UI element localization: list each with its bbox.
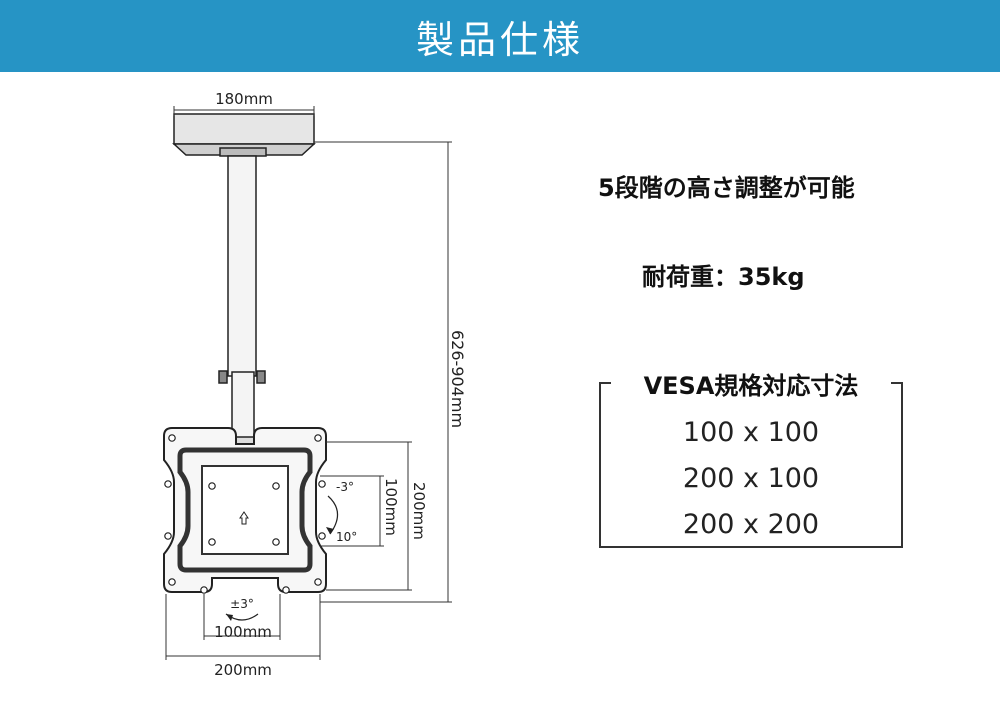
- pole: [218, 155, 266, 450]
- top-width-label: 180mm: [215, 90, 273, 108]
- page-title: 製品仕様: [415, 17, 584, 62]
- vesa-plate: [163, 427, 327, 594]
- vesa-size-item: 200 x 200: [682, 509, 820, 540]
- vesa-size-list: 100 x 100 200 x 100 200 x 200: [599, 410, 903, 548]
- load-capacity-spec: 耐荷重：35kg: [642, 263, 805, 291]
- vesa-sizes-box: [599, 382, 903, 548]
- header-banner: 製品仕様: [0, 0, 1000, 72]
- vesa-height-inner-label: 100mm: [382, 478, 400, 536]
- height-label: 626-904mm: [448, 330, 467, 428]
- tilt-down-label: 10°: [336, 530, 357, 544]
- vesa-title: VESA規格対応寸法: [643, 372, 859, 400]
- mount-diagram: 180mm 626-904mm: [163, 90, 467, 679]
- rotation-arrowhead-icon: [226, 614, 233, 621]
- top-width-dimension: [173, 106, 315, 116]
- vesa-width-dimensions: [165, 594, 321, 660]
- vesa-width-inner-label: 100mm: [214, 623, 272, 641]
- vesa-height-dimensions: [320, 441, 412, 591]
- vesa-width-outer-label: 200mm: [214, 661, 272, 679]
- ceiling-plate: [172, 113, 316, 157]
- tilt-arrowhead-icon: [326, 527, 334, 534]
- height-dimension: [314, 141, 452, 603]
- height-adjust-spec: 5段階の高さ調整が可能: [598, 174, 855, 202]
- tilt-up-label: -3°: [336, 480, 354, 494]
- rotation-label: ±3°: [230, 597, 254, 611]
- vesa-size-item: 100 x 100: [682, 417, 820, 448]
- vesa-height-outer-label: 200mm: [410, 482, 428, 540]
- vesa-box-topline: [599, 382, 903, 384]
- vesa-size-item: 200 x 100: [682, 463, 820, 494]
